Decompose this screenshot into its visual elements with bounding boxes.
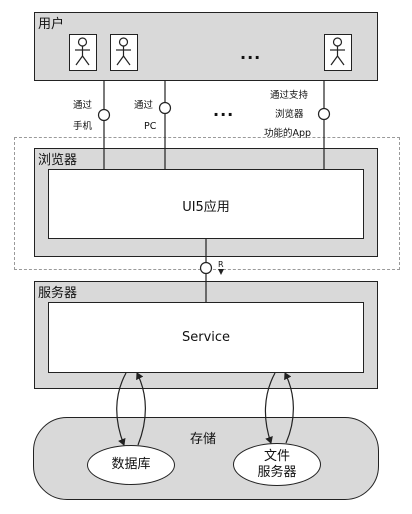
connector-app-label-2: 浏览器: [275, 109, 304, 120]
browser-title: 浏览器: [38, 153, 78, 168]
server-title: 服务器: [38, 286, 78, 301]
connector-pc-label-2: PC: [144, 121, 157, 132]
connector-ellipsis: ...: [213, 101, 235, 120]
user-actor-3: [324, 34, 352, 71]
file-server-label-1: 文件: [263, 448, 290, 464]
connector-pc: [158, 81, 172, 169]
connector-app-label-3: 功能的App: [264, 128, 312, 139]
file-server-node: 文件 服务器: [233, 443, 321, 486]
database-to-service-arrow: [136, 372, 146, 446]
person-icon: [116, 37, 131, 66]
connector-mobile-label-1: 通过: [73, 100, 93, 111]
connector-pc-label-1: 通过: [134, 100, 154, 111]
database-node: 数据库: [87, 445, 175, 485]
request-arrow-icon: [218, 269, 224, 275]
service-label: Service: [181, 330, 231, 345]
users-title: 用户: [38, 17, 65, 32]
service-to-database-arrow: [116, 372, 127, 446]
users-ellipsis: ...: [240, 44, 262, 63]
storage-title: 存储: [190, 432, 217, 447]
connector-app: [317, 81, 331, 169]
connector-app-label-1: 通过支持: [270, 90, 309, 101]
request-interface: [199, 239, 224, 302]
person-icon: [75, 37, 90, 66]
interface-label: R: [218, 260, 224, 269]
file-server-label-2: 服务器: [257, 464, 297, 480]
service-box: Service: [48, 302, 364, 373]
ui5-app-box: UI5应用: [48, 169, 364, 239]
user-actor-1: [69, 34, 97, 71]
connector-mobile: [97, 81, 111, 169]
file-server-to-service-arrow: [284, 372, 294, 444]
database-label: 数据库: [111, 457, 151, 472]
service-to-file-server-arrow: [264, 372, 276, 444]
person-icon: [330, 37, 345, 66]
ui5-app-label: UI5应用: [182, 200, 230, 215]
user-actor-2: [110, 34, 138, 71]
connector-mobile-label-2: 手机: [73, 121, 93, 132]
